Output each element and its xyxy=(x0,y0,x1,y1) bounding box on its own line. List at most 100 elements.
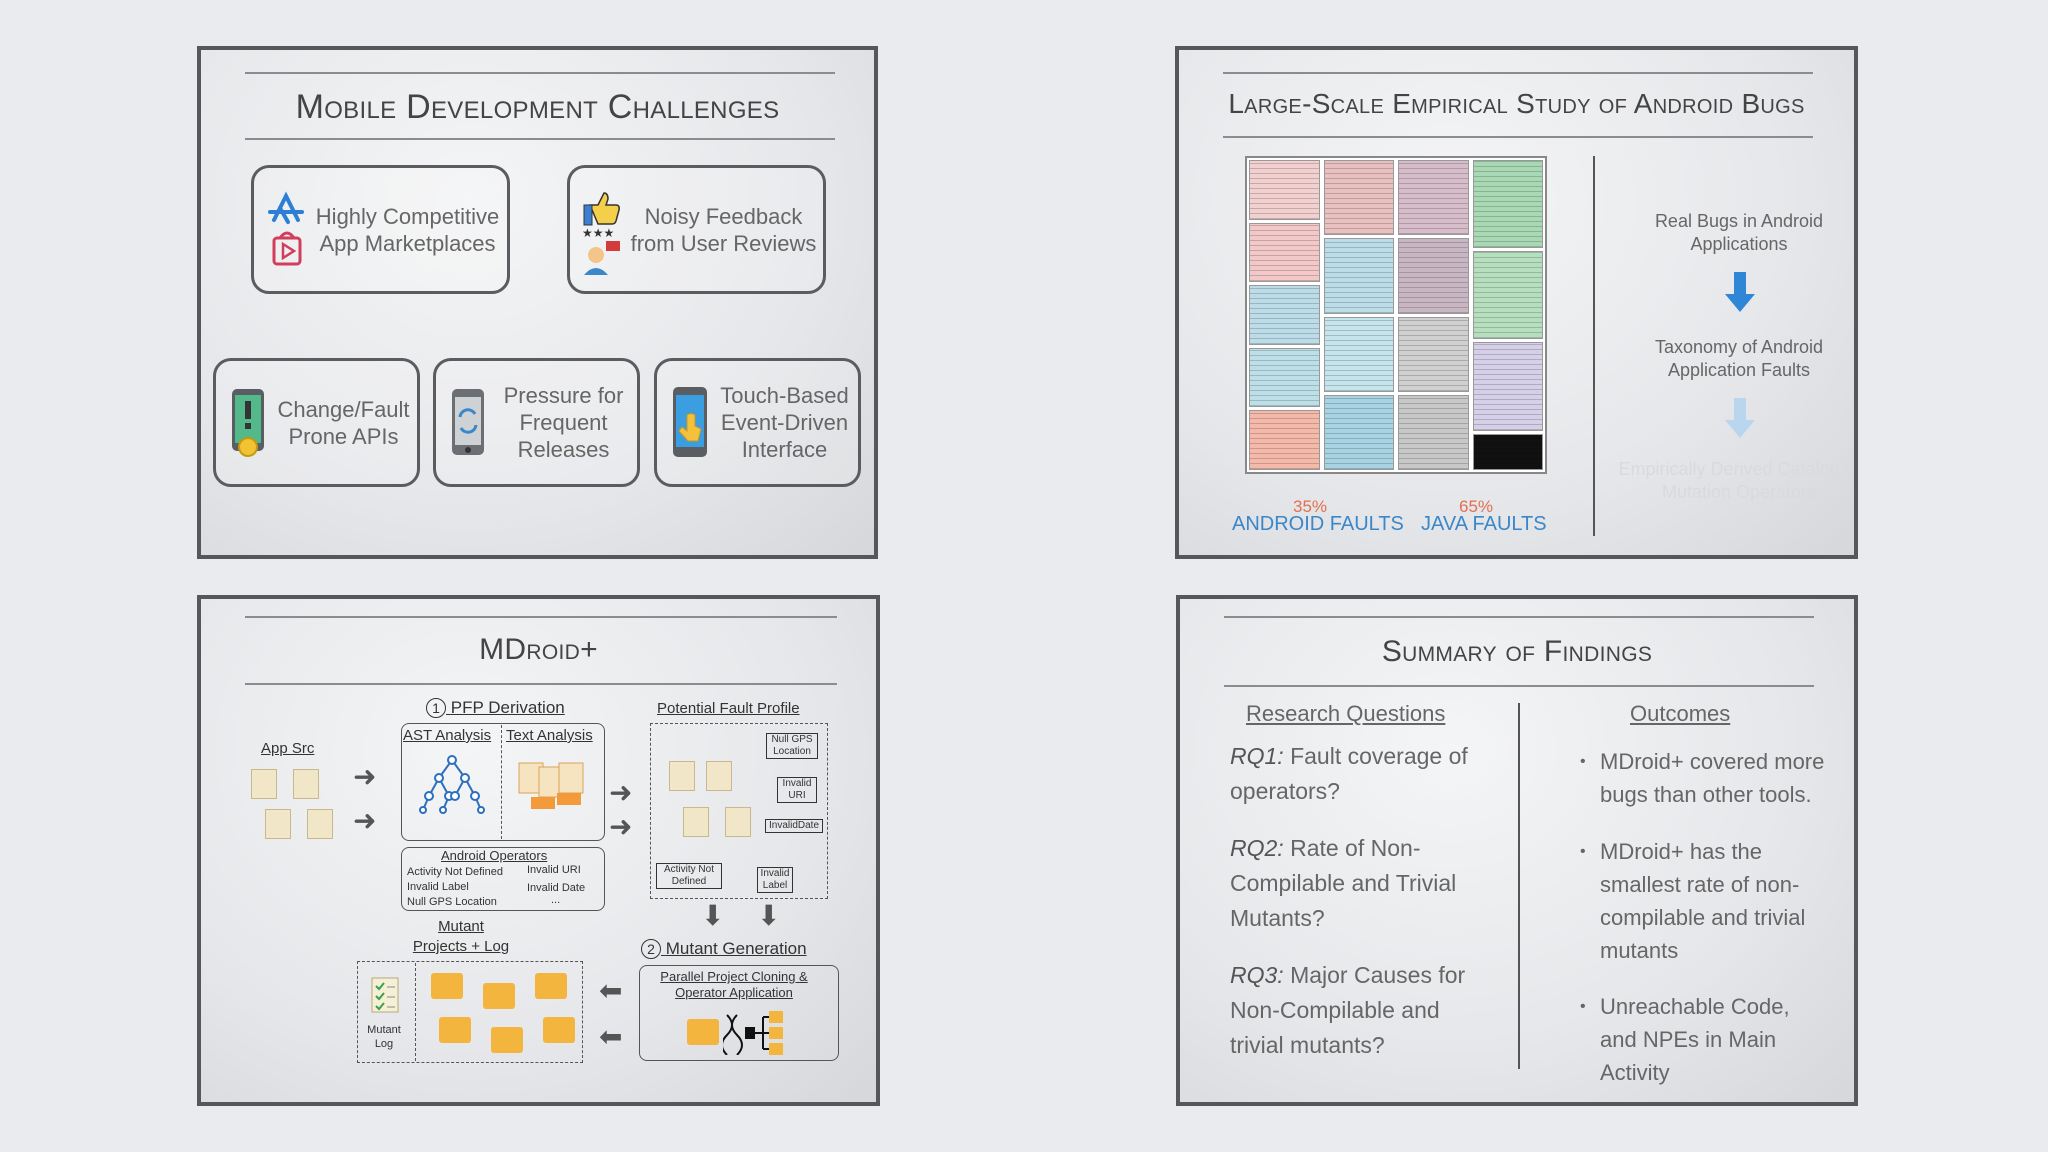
flow-step-real-bugs: Real Bugs in Android Applications xyxy=(1654,211,1824,254)
phone-gear-icon xyxy=(226,387,270,459)
research-questions-header: Research Questions xyxy=(1246,701,1446,726)
flow-step-taxonomy: Taxonomy of Android Application Faults xyxy=(1654,337,1824,380)
folder-icon xyxy=(687,1019,719,1045)
challenge-card: Change/Fault Prone APIs xyxy=(213,358,420,487)
operator-item: ... xyxy=(551,894,561,906)
pfp-label: Potential Fault Profile xyxy=(657,700,800,717)
ast-analysis-label: AST Analysis xyxy=(403,727,492,744)
taxonomy-image xyxy=(1245,156,1547,474)
step1-title: PFP Derivation xyxy=(450,698,565,717)
java-faults-label: JAVA FAULTS xyxy=(1421,513,1547,535)
mutant-projects-box xyxy=(357,961,583,1063)
folder-icon xyxy=(439,1017,471,1043)
rq-text: Rate of Non-Compilable and Trivial Mutan… xyxy=(1230,835,1457,931)
slide-title: Large-Scale Empirical Study of Android B… xyxy=(1228,88,1805,119)
arrow-down-icon: ⬇ xyxy=(701,900,725,931)
challenge-text: Highly Competitive App Marketplaces xyxy=(315,203,500,256)
research-question: RQ2: Rate of Non-Compilable and Trivial … xyxy=(1230,831,1490,936)
title-rule-top xyxy=(1223,72,1813,74)
java-faults-percent: 65% xyxy=(1459,497,1494,516)
outcomes-header: Outcomes xyxy=(1630,701,1731,726)
pfp-marker-label: Activity Not Defined xyxy=(656,863,722,889)
title-rule-bottom xyxy=(1224,685,1814,687)
title-rule-top xyxy=(245,616,837,618)
source-file-icon xyxy=(669,761,695,791)
step1-label: 1 PFP Derivation xyxy=(426,698,565,718)
folder-icon xyxy=(535,973,567,999)
pfp-marker-label: Invalid Label xyxy=(757,867,793,893)
arrow-right-icon: ➜ xyxy=(353,761,377,792)
xml-files-icon xyxy=(517,759,589,820)
arrow-down-icon: ⬇ xyxy=(757,900,781,931)
phone-touch-icon xyxy=(667,385,711,461)
mutant-projects-label: Mutant Projects + Log xyxy=(412,918,510,955)
operator-item: Invalid Label xyxy=(407,881,469,893)
operator-item: Activity Not Defined xyxy=(407,866,503,878)
slide-mdroid[interactable]: MDroid+ App Src ➜ ➜ 1 PFP Derivation AST… xyxy=(197,595,880,1106)
arrow-right-icon: ➜ xyxy=(609,777,633,808)
slide-title: Mobile Development Challenges xyxy=(295,88,780,126)
rq-label: RQ3: xyxy=(1230,962,1284,988)
research-question: RQ3: Major Causes for Non-Compilable and… xyxy=(1230,958,1490,1063)
flow-step-catalog: Empirically Derived Catalog of Mutation … xyxy=(1618,459,1858,502)
rq-label: RQ2: xyxy=(1230,835,1284,861)
rq-label: RQ1: xyxy=(1230,743,1284,769)
source-file-icon xyxy=(706,761,732,791)
mutant-generation-box xyxy=(639,965,839,1061)
pfp-marker-label: InvalidDate xyxy=(765,819,823,833)
challenge-card: ★★★ Noisy Feedback from User Reviews xyxy=(567,165,826,294)
arrow-right-icon: ➜ xyxy=(353,805,377,836)
slide-title: MDroid+ xyxy=(479,633,598,666)
app-store-icon xyxy=(264,190,308,270)
challenge-text: Touch-Based Event-Driven Interface xyxy=(720,383,849,462)
folder-icon xyxy=(431,973,463,999)
outcome-item: Unreachable Code, and NPEs in Main Activ… xyxy=(1580,990,1830,1089)
cloning-label: Parallel Project Cloning & Operator Appl… xyxy=(660,969,808,1000)
folder-icon xyxy=(483,983,515,1009)
app-src-label: App Src xyxy=(261,740,315,757)
text-analysis-label: Text Analysis xyxy=(506,727,593,744)
arrow-left-icon: ⬅ xyxy=(599,975,623,1006)
research-question: RQ1: Fault coverage of operators? xyxy=(1230,739,1490,809)
mutation-operator-icon xyxy=(721,1011,785,1060)
challenge-card: Highly Competitive App Marketplaces xyxy=(251,165,510,294)
svg-text:★★★: ★★★ xyxy=(582,226,614,240)
slide-mobile-challenges[interactable]: Mobile Development Challenges Highly Com… xyxy=(197,46,878,559)
ast-tree-icon xyxy=(419,754,485,819)
challenge-text: Change/Fault Prone APIs xyxy=(277,396,410,449)
rq-text: Major Causes for Non-Compilable and triv… xyxy=(1230,962,1466,1058)
title-rule-top xyxy=(1224,616,1814,618)
challenge-card: Pressure for Frequent Releases xyxy=(433,358,640,487)
mutant-projects-divider xyxy=(415,963,416,1061)
folder-icon xyxy=(491,1027,523,1053)
android-faults-label: ANDROID FAULTS xyxy=(1232,513,1404,535)
title-rule-bottom xyxy=(1223,136,1813,138)
source-file-icon xyxy=(683,807,709,837)
operator-item: Invalid URI xyxy=(527,864,581,876)
source-file-icon xyxy=(251,769,277,799)
column-divider xyxy=(1518,703,1520,1069)
pfp-marker-label: Null GPS Location xyxy=(766,733,818,759)
rq-text: Fault coverage of operators? xyxy=(1230,743,1468,804)
challenge-text: Noisy Feedback from User Reviews xyxy=(630,203,817,256)
title-rule-bottom xyxy=(245,683,837,685)
pfp-marker-label: Invalid URI xyxy=(777,777,817,803)
slide-empirical-study[interactable]: Large-Scale Empirical Study of Android B… xyxy=(1175,46,1858,559)
operator-item: Invalid Date xyxy=(527,882,586,894)
slide-title: Summary of Findings xyxy=(1381,635,1653,668)
title-rule-bottom xyxy=(245,138,835,140)
challenge-card: Touch-Based Event-Driven Interface xyxy=(654,358,861,487)
analysis-box xyxy=(401,723,605,841)
arrow-right-icon: ➜ xyxy=(609,811,633,842)
analysis-divider xyxy=(501,725,502,839)
source-file-icon xyxy=(293,769,319,799)
slide-summary[interactable]: Summary of Findings Research Questions O… xyxy=(1176,595,1858,1106)
step2-label: 2 Mutant Generation xyxy=(641,939,807,959)
android-operators-box xyxy=(401,847,605,911)
step1-number: 1 xyxy=(426,698,446,718)
down-arrow-icon xyxy=(1725,398,1755,445)
step2-title: Mutant Generation xyxy=(665,939,807,958)
outcome-item: MDroid+ covered more bugs than other too… xyxy=(1580,745,1830,811)
vertical-divider xyxy=(1593,156,1595,536)
android-faults-percent: 35% xyxy=(1293,497,1328,516)
